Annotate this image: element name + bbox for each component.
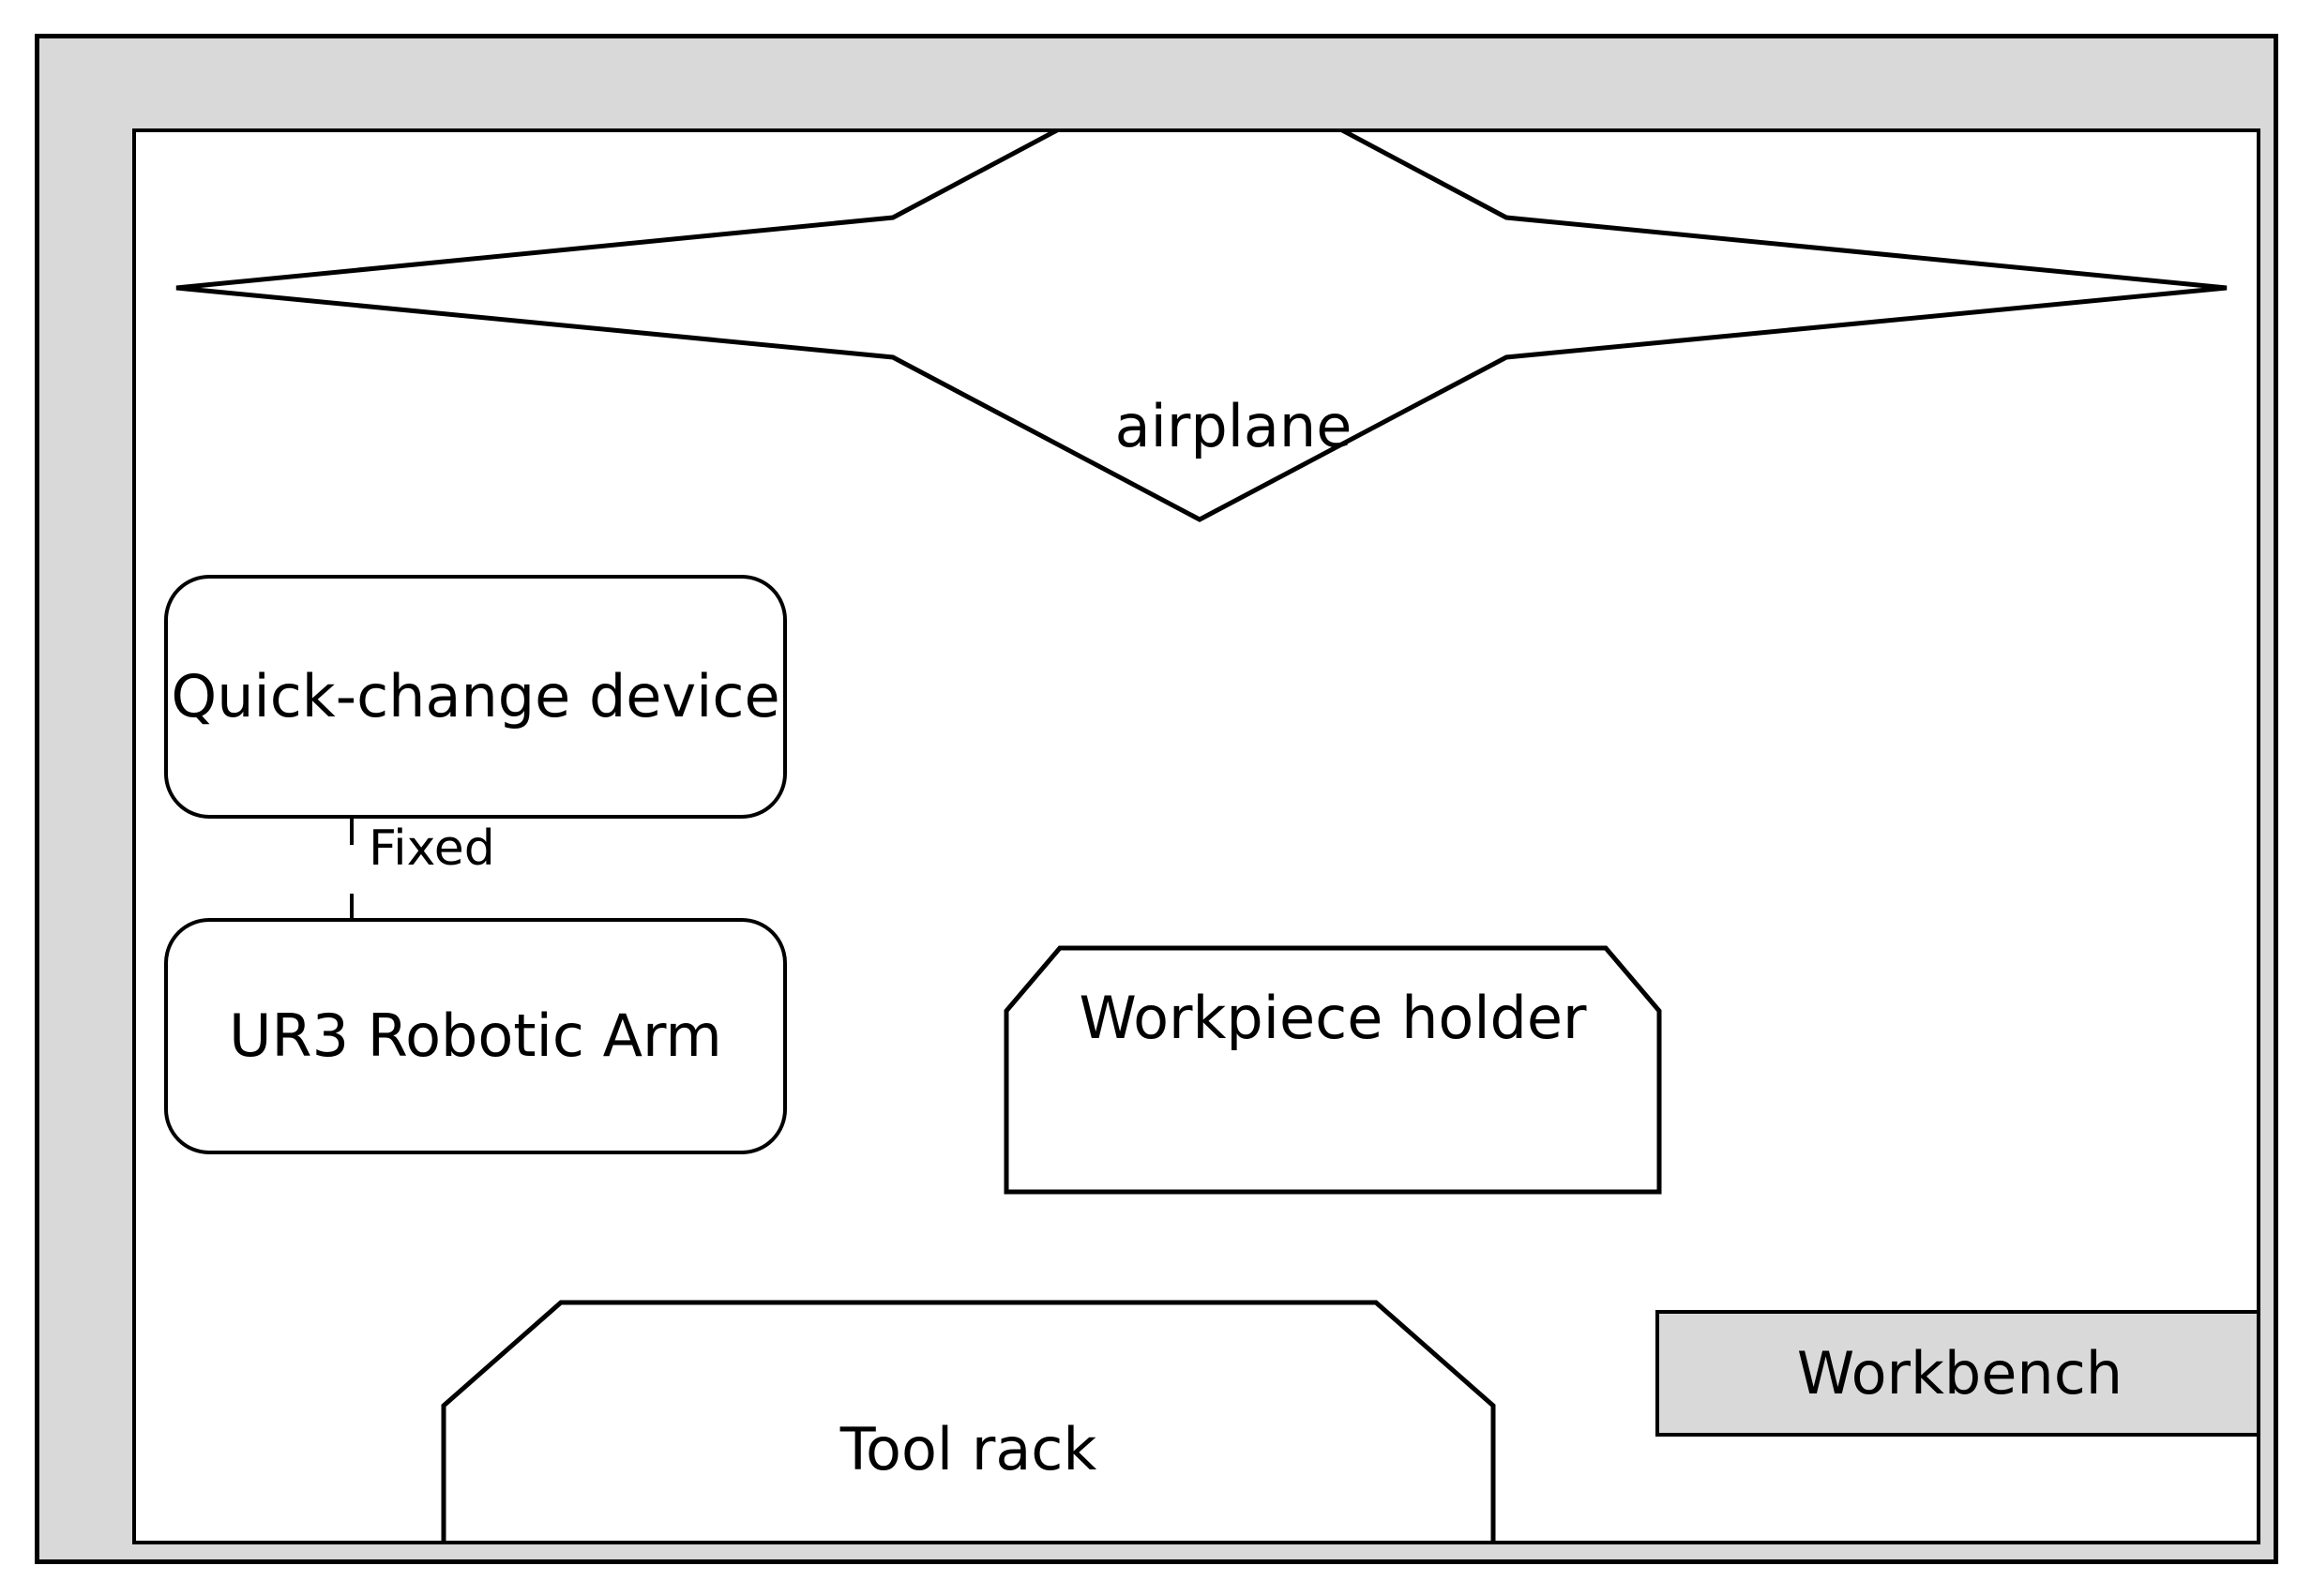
node-ur3-robotic-arm[interactable]: UR3 Robotic Arm xyxy=(164,918,787,1154)
node-tool-rack-label: Tool rack xyxy=(839,1415,1097,1483)
node-quick-change-device-label: Quick-change device xyxy=(171,662,780,731)
airplane-polygon xyxy=(175,132,2228,522)
node-workbench[interactable]: Workbench xyxy=(1655,1310,2257,1437)
connector-fixed-segment-top xyxy=(350,819,354,845)
node-workbench-label: Workbench xyxy=(1796,1338,2123,1408)
workcell-inner-area: airplane Quick-change device Fixed UR3 R… xyxy=(132,128,2260,1544)
outer-enclosure-frame: airplane Quick-change device Fixed UR3 R… xyxy=(35,34,2278,1564)
node-workpiece-holder[interactable]: Workpiece holder xyxy=(1004,945,1662,1195)
airplane-label: airplane xyxy=(1114,392,1352,460)
node-workpiece-holder-label: Workpiece holder xyxy=(1079,984,1587,1052)
tool-rack-outline-svg xyxy=(441,1300,1496,1541)
connector-fixed-segment-bottom xyxy=(350,894,354,920)
workcell-content: airplane Quick-change device Fixed UR3 R… xyxy=(136,132,2257,1541)
connector-fixed: Fixed xyxy=(295,819,596,920)
connector-fixed-label: Fixed xyxy=(369,821,495,877)
node-quick-change-device[interactable]: Quick-change device xyxy=(164,575,787,819)
workpiece-holder-polygon xyxy=(1004,945,1662,1195)
node-tool-rack[interactable]: Tool rack xyxy=(441,1300,1496,1541)
tool-rack-polygon xyxy=(441,1300,1496,1541)
workpiece-holder-outline-svg xyxy=(1004,945,1662,1195)
node-ur3-robotic-arm-label: UR3 Robotic Arm xyxy=(229,1001,722,1071)
